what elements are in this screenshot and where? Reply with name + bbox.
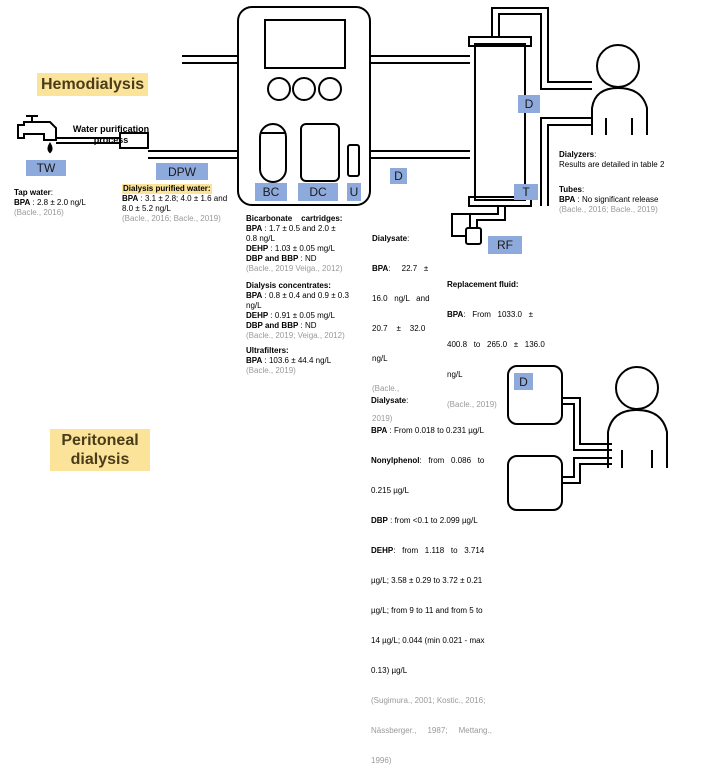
tag-dpw: DPW [156, 163, 208, 180]
bicarbonate-info: Bicarbonate cartridges: BPA : 1.7 ± 0.5 … [246, 214, 343, 273]
dialyzers-info: Dialyzers: Results are detailed in table… [559, 150, 665, 169]
dpw-info: Dialysis purified water: BPA : 3.1 ± 2.8… [122, 184, 228, 223]
patient-icon [591, 44, 648, 135]
water-drop-icon [47, 142, 53, 154]
tag-u: U [347, 183, 361, 201]
ultrafilters-info: Ultrafilters: BPA : 103.6 ± 44.4 ng/L (B… [246, 346, 332, 375]
purification-filter [119, 132, 149, 149]
tag-rf: RF [488, 236, 522, 254]
tap-water-info: Tap water: BPA : 2.8 ± 2.0 ng/L (Bacle.,… [14, 188, 86, 217]
tubes-info: Tubes: BPA : No significant release (Bac… [559, 185, 659, 214]
dialysate-pd-info: Dialysate: BPA : From 0.018 to 0.231 µg/… [371, 396, 492, 765]
water-purification-label: Water purification process [72, 124, 150, 145]
patient-pd-icon [607, 366, 668, 468]
replacement-fluid-info: Replacement fluid: BPA: From 1033.0 ± 40… [447, 280, 545, 409]
hemodialysis-title: Hemodialysis [37, 73, 149, 96]
tag-dc: DC [298, 183, 338, 201]
tag-d-mid: D [390, 168, 407, 184]
dialyzer-icon [468, 36, 532, 207]
tag-bc: BC [255, 183, 287, 201]
tag-tw: TW [26, 160, 66, 176]
tag-d-pd: D [514, 373, 533, 390]
tag-d-top: D [518, 95, 540, 113]
diagram-canvas [17, 6, 668, 511]
dialysate-hd-info: Dialysate: BPA: 22.7 ± 16.0 ng/L and 20.… [372, 234, 430, 423]
peritoneal-dialysis-title: Peritoneal dialysis [50, 429, 150, 471]
tag-t: T [514, 184, 538, 200]
tap-icon [17, 115, 66, 144]
concentrates-info: Dialysis concentrates: BPA : 0.8 ± 0.4 a… [246, 281, 349, 340]
dialysis-machine-icon [237, 6, 371, 206]
